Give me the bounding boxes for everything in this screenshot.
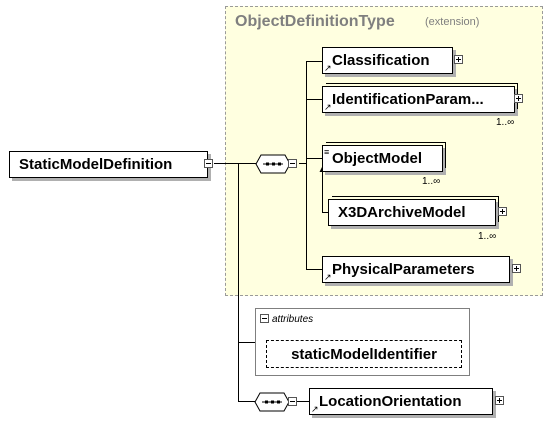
reference-arrow-icon: ↗ <box>311 404 319 414</box>
multiplicity-label: 1..∞ <box>478 231 497 242</box>
multiplicity-label: 1..∞ <box>496 117 515 128</box>
element-label: Classification <box>332 52 430 69</box>
collapse-icon[interactable] <box>288 397 297 406</box>
element-physical-parameters[interactable]: ↗ PhysicalParameters <box>322 256 510 283</box>
element-label: PhysicalParameters <box>332 261 475 278</box>
element-x3d-archive-model[interactable]: X3DArchiveModel <box>328 196 499 226</box>
sequence-compositor-icon[interactable] <box>254 392 292 412</box>
expand-icon[interactable] <box>495 396 504 405</box>
attribute-label: staticModelIdentifier <box>291 345 437 363</box>
reference-arrow-icon: ↗ <box>324 102 332 112</box>
element-label: LocationOrientation <box>319 393 462 410</box>
element-label: IdentificationParam... <box>332 91 484 108</box>
element-classification[interactable]: ↗ Classification <box>322 47 453 74</box>
expand-icon[interactable] <box>514 94 523 103</box>
expand-icon[interactable] <box>498 207 507 216</box>
attributes-label: attributes <box>272 314 314 325</box>
expand-icon[interactable] <box>512 264 521 273</box>
collapse-icon[interactable] <box>204 159 213 168</box>
extension-type-title: ObjectDefinitionType <box>235 13 395 30</box>
reference-arrow-icon: ↗ <box>324 63 332 73</box>
expand-icon[interactable] <box>454 55 463 64</box>
reference-arrow-icon: ≡ <box>324 147 330 157</box>
collapse-icon[interactable] <box>260 314 269 323</box>
collapse-icon[interactable] <box>288 159 297 168</box>
element-location-orientation[interactable]: ↗ LocationOrientation <box>309 388 493 415</box>
element-label: ObjectModel <box>332 150 423 167</box>
multiplicity-label: 1..∞ <box>422 176 441 187</box>
reference-arrow-icon: ↗ <box>324 272 332 282</box>
attribute-static-model-identifier[interactable]: staticModelIdentifier <box>266 340 462 368</box>
sequence-compositor-icon[interactable] <box>255 154 293 174</box>
root-element-static-model-definition[interactable]: StaticModelDefinition <box>9 151 208 178</box>
element-label: X3DArchiveModel <box>338 204 466 221</box>
element-object-model[interactable]: ≡ ObjectModel <box>322 142 446 172</box>
extension-note: (extension) <box>425 16 480 28</box>
element-identification-parameters[interactable]: ↗ IdentificationParam... <box>322 83 518 113</box>
root-element-label: StaticModelDefinition <box>19 156 173 173</box>
